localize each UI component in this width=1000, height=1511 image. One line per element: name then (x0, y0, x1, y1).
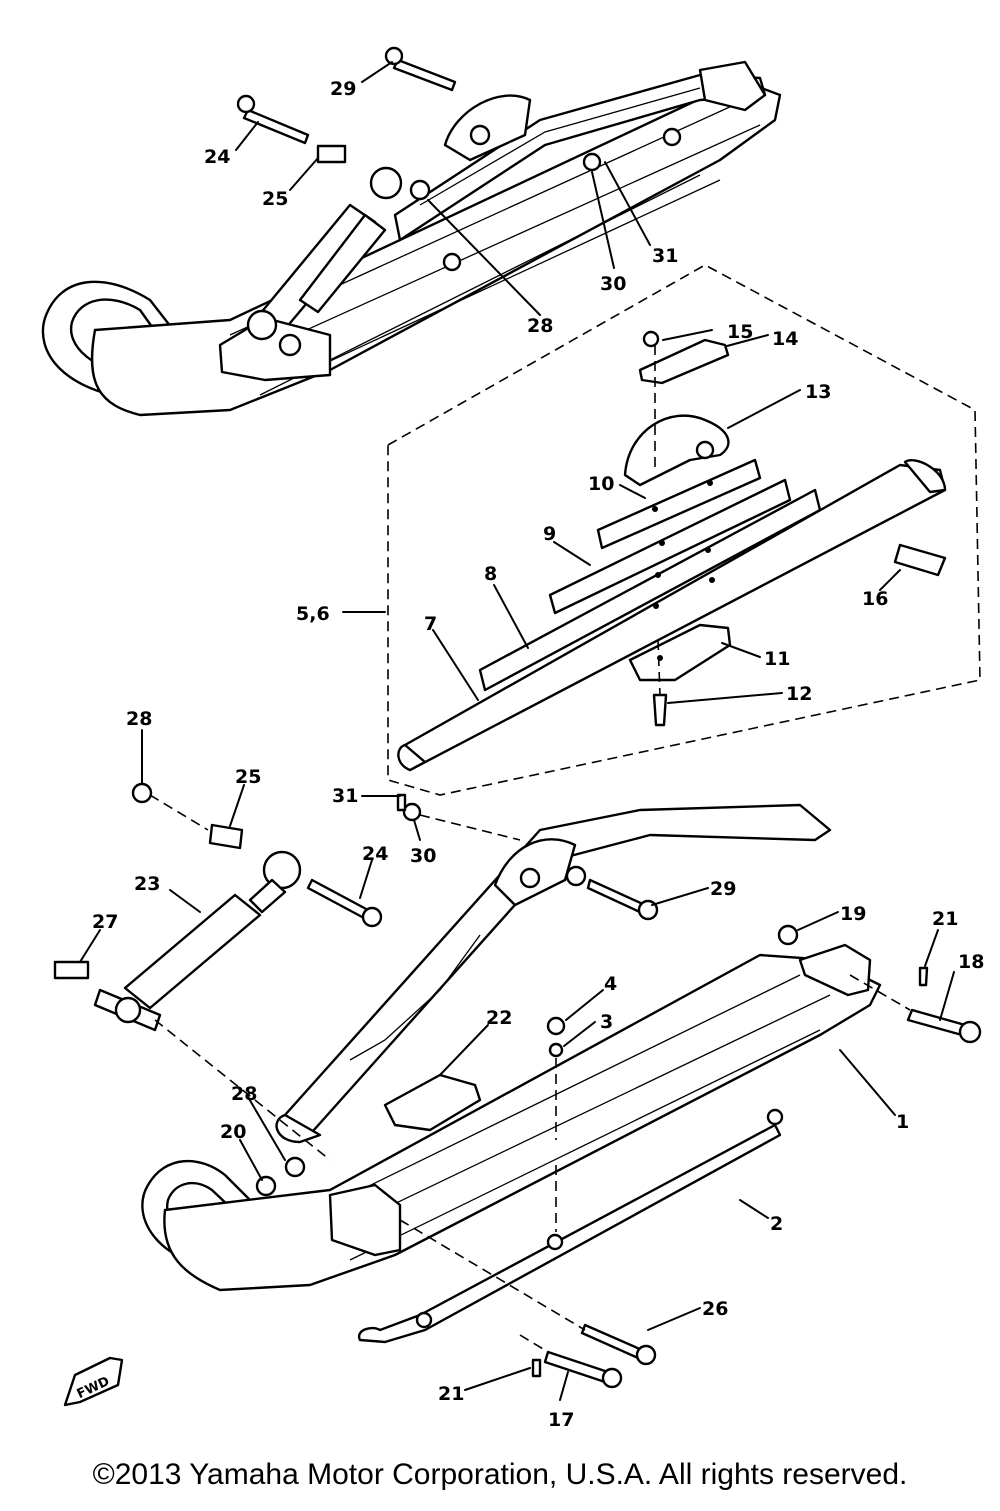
leaf-spring-exploded-group (387, 264, 981, 796)
callout-30-b: 30 (410, 845, 436, 867)
callout-1: 1 (896, 1111, 909, 1133)
callout-14: 14 (772, 328, 798, 350)
copyright-notice: ©2013 Yamaha Motor Corporation, U.S.A. A… (92, 1458, 908, 1491)
callout-5-6: 5,6 (296, 603, 330, 625)
callout-29-top: 29 (330, 78, 356, 100)
callout-28-a: 28 (126, 708, 152, 730)
callout-25-top: 25 (262, 188, 288, 210)
callout-17: 17 (548, 1409, 574, 1431)
callout-4: 4 (604, 973, 617, 995)
callout-9: 9 (543, 523, 556, 545)
callout-12: 12 (786, 683, 812, 705)
callout-3: 3 (600, 1011, 613, 1033)
assembled-ski-illustration (41, 46, 782, 417)
callout-10: 10 (588, 473, 614, 495)
callout-23: 23 (134, 873, 160, 895)
callout-2: 2 (770, 1213, 783, 1235)
fwd-arrow-icon: FWD (63, 1356, 124, 1407)
callout-25-b: 25 (235, 766, 261, 788)
callout-26: 26 (702, 1298, 728, 1320)
callout-7: 7 (424, 613, 437, 635)
callout-27: 27 (92, 911, 118, 933)
callout-16: 16 (862, 588, 888, 610)
callout-28-b: 28 (231, 1083, 257, 1105)
callout-22: 22 (486, 1007, 512, 1029)
callout-19: 19 (840, 903, 866, 925)
callout-20: 20 (220, 1121, 246, 1143)
callout-15: 15 (727, 321, 753, 343)
callout-13: 13 (805, 381, 831, 403)
callout-24-top: 24 (204, 146, 230, 168)
callout-21-b: 21 (438, 1383, 464, 1405)
callout-11: 11 (764, 648, 790, 670)
callout-21-a: 21 (932, 908, 958, 930)
callout-28-top: 28 (527, 315, 553, 337)
callout-31-top: 31 (652, 245, 678, 267)
callout-29-b: 29 (710, 878, 736, 900)
callout-30-top: 30 (600, 273, 626, 295)
ski-exploded-illustration (53, 782, 982, 1389)
callout-31-b: 31 (332, 785, 358, 807)
callout-18: 18 (958, 951, 984, 973)
callout-24-b: 24 (362, 843, 388, 865)
ski-assembly-diagram: FWD (41, 46, 984, 1431)
callout-8: 8 (484, 563, 497, 585)
callout-labels: 29 24 25 31 30 28 15 14 13 10 9 8 5,6 7 … (92, 78, 984, 1431)
leader-lines (79, 61, 955, 1401)
